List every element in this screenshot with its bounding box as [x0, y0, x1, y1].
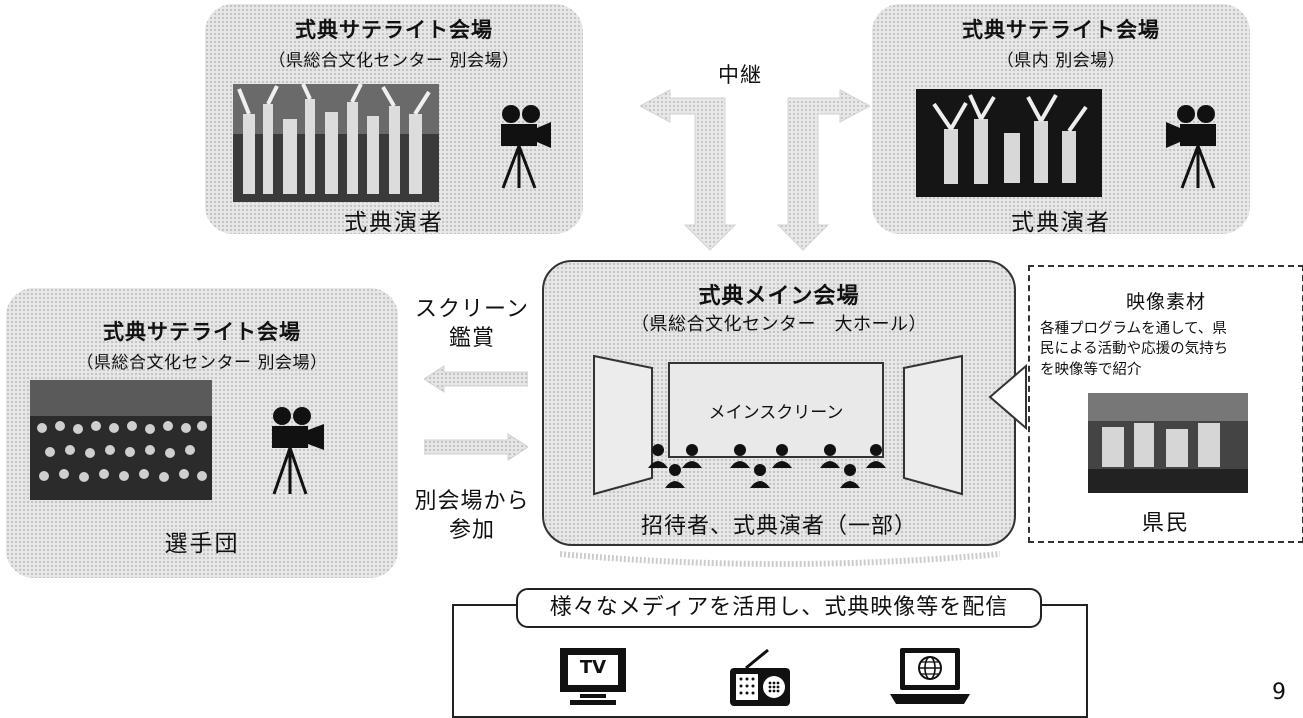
- audience-icons: [648, 444, 886, 488]
- material-caption: 県民: [1141, 511, 1190, 536]
- join-line2: 参加: [448, 517, 495, 543]
- relay-label: 中継: [718, 63, 762, 87]
- venue-title: 式典サテライト会場: [295, 18, 493, 42]
- arrow-to-left-venue: [424, 365, 528, 393]
- material-description: 各種プログラムを通して、県 民による活動や応援の気持ち を映像等で紹介: [1040, 319, 1294, 380]
- satellite-venue-top-right: 式典サテライト会場 （県内 別会場） 式典演者: [872, 4, 1250, 236]
- main-screen-label: メインスクリーン: [708, 403, 844, 423]
- person-icon: [648, 444, 886, 488]
- media-connector: [560, 551, 1000, 567]
- material-title: 映像素材: [1125, 291, 1206, 313]
- venue-subtitle: （県総合文化センター 別会場）: [268, 51, 520, 71]
- video-material-box: 映像素材 各種プログラムを通して、県 民による活動や応援の気持ち を映像等で紹介…: [1028, 265, 1303, 543]
- athletes-photo: [30, 380, 212, 500]
- venue-subtitle: （県内 別会場）: [996, 51, 1126, 71]
- join-line1: 別会場から: [414, 489, 530, 514]
- main-hall-subtitle: （県総合文化センター 大ホール）: [631, 314, 927, 335]
- camera-icon: [1164, 104, 1224, 194]
- venue-caption: 式典演者: [344, 210, 444, 236]
- material-desc-line3: を映像等で紹介: [1040, 361, 1142, 378]
- camera-icon: [493, 104, 553, 194]
- satellite-venue-left: 式典サテライト会場 （県総合文化センター 別会場）: [6, 288, 398, 578]
- media-title: 様々なメディアを活用し、式典映像等を配信: [516, 588, 1042, 628]
- venue-caption: 選手団: [164, 531, 240, 557]
- citizens-photo: [1088, 393, 1248, 493]
- join-from-venue-label: 別会場から 参加: [408, 488, 536, 545]
- performers-photo: [916, 89, 1102, 197]
- side-screen-right: [903, 354, 963, 496]
- main-screen: メインスクリーン: [668, 362, 884, 458]
- performers-photo: [233, 84, 439, 202]
- side-screen-left: [593, 354, 653, 496]
- main-hall-title: 式典メイン会場: [698, 284, 860, 309]
- tv-icon: TV: [556, 646, 630, 708]
- laptop-globe-icon: [888, 646, 972, 712]
- material-desc-line2: 民による活動や応援の気持ち: [1040, 341, 1229, 358]
- venue-subtitle: （県総合文化センター 別会場）: [76, 353, 328, 373]
- venue-title: 式典サテライト会場: [962, 18, 1160, 42]
- tv-label: TV: [579, 657, 607, 678]
- arrow-to-main-hall: [424, 433, 528, 461]
- main-hall-caption: 招待者、式典演者（一部）: [640, 514, 917, 539]
- main-hall: 式典メイン会場 （県総合文化センター 大ホール） メインスクリーン 招待者、式典…: [542, 260, 1016, 546]
- material-desc-line1: 各種プログラムを通して、県: [1040, 321, 1227, 337]
- satellite-venue-top-left: 式典サテライト会場 （県総合文化センター 別会場）: [205, 4, 583, 236]
- relay-arrows: [640, 89, 870, 251]
- screen-viewing-line2: 鑑賞: [448, 325, 495, 351]
- page-number: 9: [1272, 680, 1286, 705]
- venue-title: 式典サテライト会場: [103, 320, 301, 344]
- venue-caption: 式典演者: [1011, 210, 1111, 236]
- radio-icon: [728, 648, 792, 712]
- material-arrow: [988, 364, 1027, 430]
- screen-viewing-label: スクリーン 鑑賞: [408, 296, 536, 353]
- camera-icon: [264, 406, 326, 500]
- screen-viewing-line1: スクリーン: [415, 297, 529, 322]
